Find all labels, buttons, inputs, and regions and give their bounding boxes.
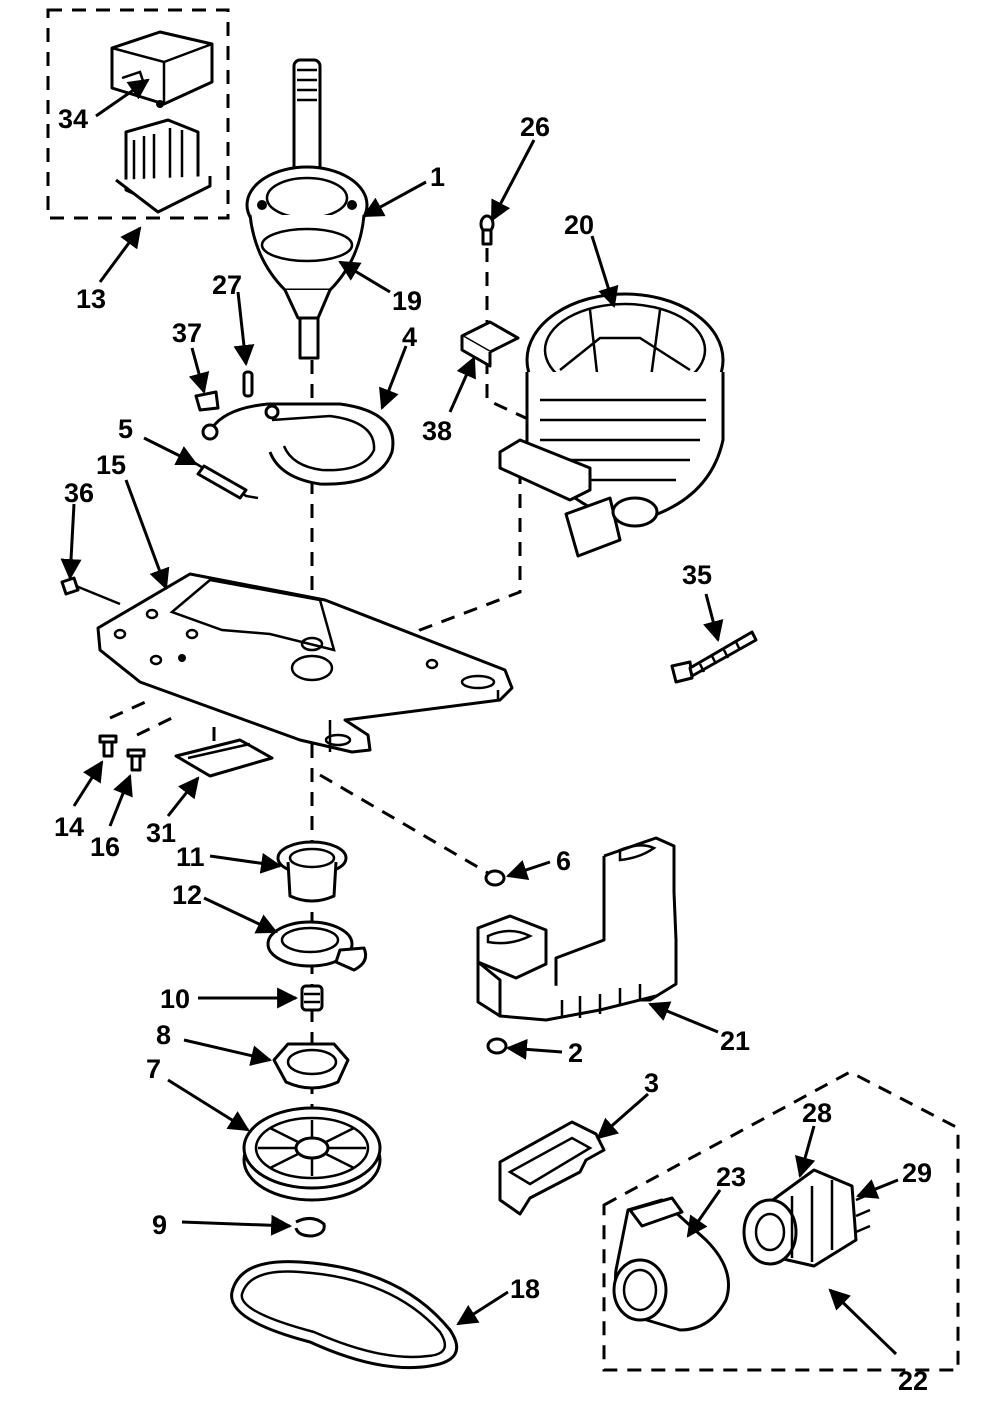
screw-dash-16 — [136, 713, 179, 737]
callout-23: 23 — [716, 1162, 746, 1192]
bolt-part-35 — [670, 630, 758, 684]
callout-34: 34 — [58, 104, 88, 134]
callout-5: 5 — [118, 414, 133, 444]
callout-13: 13 — [76, 284, 106, 314]
callout-3: 3 — [644, 1068, 659, 1098]
pin-part-27 — [242, 370, 254, 398]
nut-part-2 — [486, 1037, 508, 1055]
callout-2: 2 — [568, 1038, 583, 1068]
callout-28: 28 — [802, 1098, 832, 1128]
bracket-dash-38 — [485, 360, 531, 422]
callout-31: 31 — [146, 818, 176, 848]
leader-lines — [60, 78, 899, 1356]
gasket-part-3 — [498, 1120, 606, 1216]
callout-36: 36 — [64, 478, 94, 508]
callout-9: 9 — [152, 1210, 167, 1240]
brake-band-part — [201, 402, 395, 486]
screw-dash-14 — [109, 698, 151, 720]
bushing-part-11 — [276, 840, 348, 903]
callout-37: 37 — [172, 318, 202, 348]
callout-21: 21 — [720, 1026, 750, 1056]
nut-part-6 — [484, 869, 506, 887]
cam-part-8 — [272, 1042, 350, 1090]
screw-part-36 — [60, 576, 121, 606]
nut-part-10 — [300, 984, 324, 1012]
callout-35: 35 — [682, 560, 712, 590]
callout-8: 8 — [156, 1020, 171, 1050]
callout-22: 22 — [898, 1366, 928, 1396]
transmission-part — [245, 58, 369, 360]
screw-part-16 — [126, 748, 146, 772]
plate-to-pump-line — [319, 773, 501, 882]
callout-12: 12 — [172, 880, 202, 910]
callout-26: 26 — [520, 112, 550, 142]
pump-housing-part — [612, 1196, 730, 1332]
pump-motor-part — [742, 1168, 871, 1268]
relay-part — [115, 100, 212, 214]
screw-part-14 — [98, 734, 118, 758]
callout-1: 1 — [430, 162, 445, 192]
pump-bracket-part — [476, 836, 678, 1022]
callout-38: 38 — [422, 416, 452, 446]
callout-4: 4 — [402, 322, 417, 352]
belt-part-18 — [230, 1260, 459, 1370]
callout-16: 16 — [90, 832, 120, 862]
spring-part — [189, 458, 259, 500]
mounting-plate-part — [96, 572, 514, 754]
group-box-13 — [46, 8, 230, 220]
callout-14: 14 — [54, 812, 84, 842]
clip-ring-part-9 — [294, 1217, 326, 1238]
callout-27: 27 — [212, 270, 242, 300]
callout-11: 11 — [176, 842, 205, 872]
callout-7: 7 — [146, 1054, 161, 1084]
screw-part-26 — [479, 214, 495, 246]
callout-18: 18 — [510, 1274, 540, 1304]
bracket-part-38 — [460, 320, 520, 368]
motor-to-plate-line — [329, 470, 522, 702]
motor-part — [498, 292, 725, 558]
callout-20: 20 — [564, 210, 594, 240]
callout-10: 10 — [160, 984, 190, 1014]
clip-part-37 — [194, 390, 220, 412]
callout-6: 6 — [556, 846, 571, 876]
bearing-part-12 — [266, 920, 368, 972]
clip-part-31 — [174, 738, 274, 778]
callout-15: 15 — [96, 450, 126, 480]
callout-19: 19 — [392, 286, 422, 316]
callout-29: 29 — [902, 1158, 932, 1188]
pulley-part-7 — [242, 1106, 382, 1202]
